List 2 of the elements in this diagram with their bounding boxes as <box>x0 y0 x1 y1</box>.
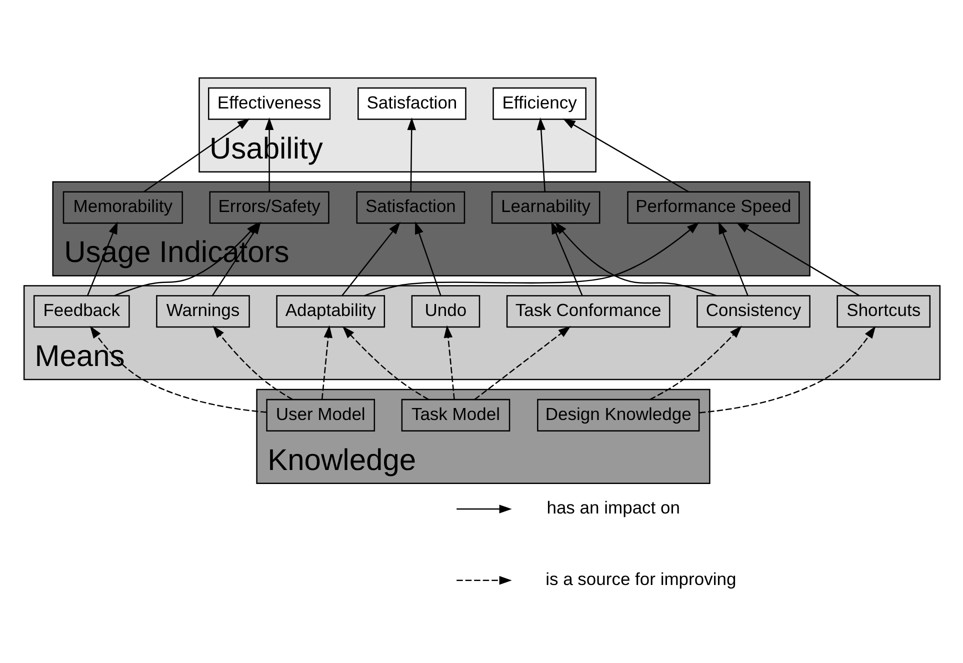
legend-label: is a source for improving <box>545 568 736 588</box>
legend-label: has an impact on <box>546 497 680 518</box>
